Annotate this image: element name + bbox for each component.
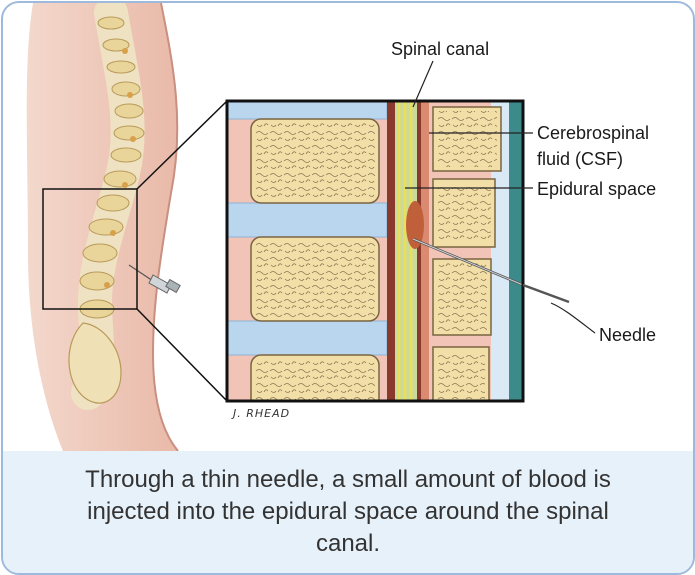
spinal-canal-label: Spinal canal — [391, 39, 489, 59]
needle-label: Needle — [599, 325, 656, 345]
caption-text: Through a thin needle, a small amount of… — [68, 464, 628, 560]
zoomed-cross-section — [227, 101, 523, 415]
needle-shaft — [523, 285, 569, 302]
caption-box: Through a thin needle, a small amount of… — [3, 451, 693, 573]
epidural-space-label: Epidural space — [537, 179, 656, 199]
csf-label-line2: fluid (CSF) — [537, 149, 623, 169]
epidural-blood-patch-illustration: Spinal canal Cerebrospinal fluid (CSF) E… — [3, 3, 695, 451]
csf-label-line1: Cerebrospinal — [537, 123, 649, 143]
artist-signature: J. RHEAD — [231, 407, 290, 420]
